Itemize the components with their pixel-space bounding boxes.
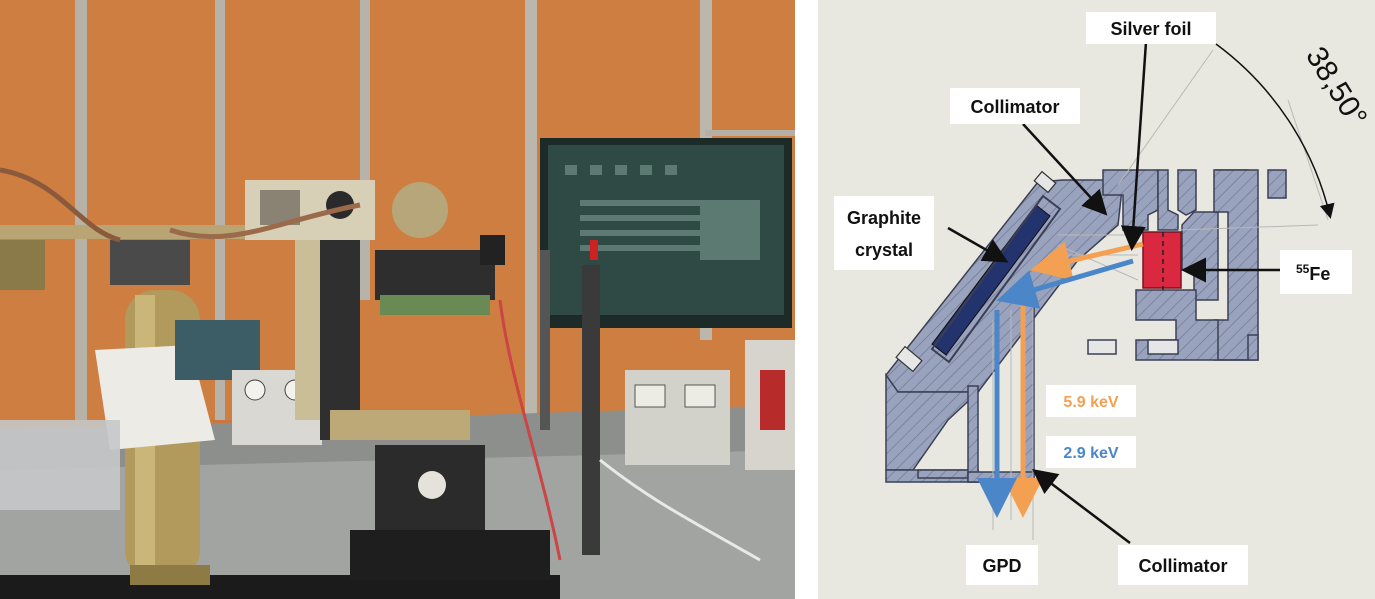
svg-text:55Fe: 55Fe bbox=[1296, 262, 1330, 284]
diagram-background bbox=[818, 0, 1375, 599]
svg-text:crystal: crystal bbox=[855, 240, 913, 260]
source-block bbox=[1087, 169, 1287, 361]
graphite-crystal bbox=[931, 204, 1051, 356]
svg-text:Collimator: Collimator bbox=[970, 97, 1059, 117]
photon-2-9kev-path bbox=[977, 258, 1134, 518]
svg-text:Silver foil: Silver foil bbox=[1110, 19, 1191, 39]
label-silver-foil: Silver foil bbox=[1086, 12, 1216, 44]
angle-arc bbox=[1215, 43, 1335, 219]
lab-setup-photo bbox=[0, 0, 795, 599]
energy-labels: 5.9 keV 2.9 keV bbox=[1046, 385, 1136, 468]
label-fe55: 55Fe bbox=[1280, 250, 1352, 294]
label-graphite-crystal: Graphite crystal bbox=[834, 196, 934, 270]
svg-text:GPD: GPD bbox=[982, 556, 1021, 576]
svg-text:5.9 keV: 5.9 keV bbox=[1063, 394, 1118, 411]
label-collimator-bottom: Collimator bbox=[1118, 545, 1248, 585]
fe55-source bbox=[1142, 231, 1182, 289]
svg-text:Collimator: Collimator bbox=[1138, 556, 1227, 576]
collimator-bottom-pointer bbox=[1032, 468, 1131, 544]
crystal-source-diagram: 38,50° Silver foil Collimator Graphite c… bbox=[818, 0, 1375, 599]
clamp-screws bbox=[895, 170, 1057, 373]
svg-text:2.9 keV: 2.9 keV bbox=[1063, 445, 1118, 462]
graphite-pointer bbox=[947, 226, 1009, 263]
collimator-top-pointer bbox=[1022, 123, 1108, 216]
silver-foil-pointer bbox=[1120, 41, 1148, 251]
power-supply bbox=[625, 370, 730, 465]
label-collimator-top: Collimator bbox=[950, 88, 1080, 124]
svg-text:Graphite: Graphite bbox=[847, 208, 921, 228]
label-gpd: GPD bbox=[966, 545, 1038, 585]
